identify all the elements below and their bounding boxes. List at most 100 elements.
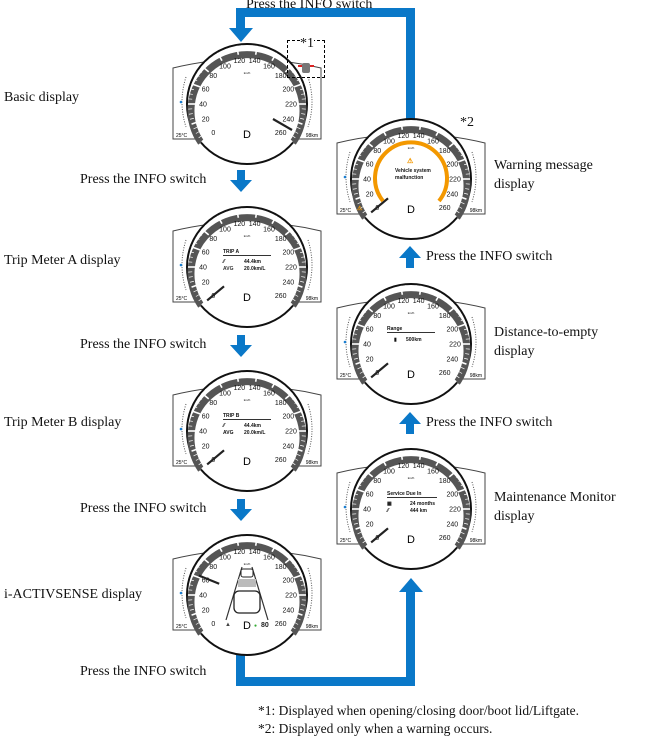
dial-tick bbox=[359, 479, 364, 482]
dial-tick bbox=[293, 447, 303, 452]
maint-label: Maintenance Monitor bbox=[494, 490, 616, 505]
dial-tick bbox=[357, 366, 362, 370]
dial-tick bbox=[301, 440, 306, 442]
speedometer-dial bbox=[350, 448, 472, 570]
dial-tick bbox=[301, 584, 306, 586]
dial-label: 200 bbox=[447, 161, 459, 168]
dial-label: 60 bbox=[366, 161, 374, 168]
dial-tick bbox=[446, 298, 450, 303]
dial-tick bbox=[352, 498, 357, 500]
dial-tick bbox=[390, 288, 393, 293]
trip-b-avg: 20.0km/L bbox=[244, 430, 266, 436]
dial-label: 60 bbox=[202, 413, 210, 420]
dial-tick bbox=[221, 377, 225, 382]
dial-tick bbox=[294, 131, 299, 134]
dial-label: 140 bbox=[249, 549, 261, 556]
dial-tick bbox=[212, 382, 216, 387]
dial-tick bbox=[193, 241, 198, 245]
dial-tick bbox=[265, 375, 268, 380]
dial-label: 220 bbox=[449, 507, 461, 514]
speed-unit: km/h bbox=[244, 234, 251, 238]
dial-tick bbox=[226, 539, 229, 544]
dial-tick bbox=[449, 467, 453, 471]
dial-label: 120 bbox=[234, 549, 246, 556]
fuel-economy-marker bbox=[179, 427, 183, 431]
dial-tick bbox=[380, 457, 387, 467]
dial-tick bbox=[189, 608, 194, 611]
dial-tick bbox=[465, 353, 470, 355]
loop-arrow-bottom-horizontal bbox=[236, 677, 415, 686]
dial-band bbox=[351, 291, 471, 385]
dial-tick bbox=[284, 626, 293, 634]
dial-tick bbox=[285, 553, 289, 557]
speed-needle bbox=[198, 574, 220, 585]
basic-display-label: Basic display bbox=[4, 90, 80, 105]
dial-tick bbox=[265, 211, 268, 216]
dial-tick bbox=[191, 447, 201, 452]
warning-gauge: 020406080100120140160180200220240260km/h… bbox=[336, 115, 486, 240]
dial-tick bbox=[465, 518, 470, 520]
dial-tick bbox=[301, 256, 306, 258]
dial-tick bbox=[369, 137, 373, 141]
speedometer-dial bbox=[350, 118, 472, 240]
dial-label: 240 bbox=[447, 192, 459, 199]
dial-tick bbox=[201, 392, 210, 400]
outside-temperature: 25°C bbox=[340, 208, 352, 214]
dial-tick bbox=[189, 415, 194, 418]
trip-b-gauge: 020406080100120140160180200220240260km/h… bbox=[172, 370, 322, 492]
dial-tick bbox=[208, 549, 212, 554]
dial-tick bbox=[193, 405, 198, 409]
fuel-level-gauge bbox=[307, 239, 313, 291]
dte-gauge: 020406080100120140160180200220240260km/h… bbox=[336, 283, 486, 405]
dial-tick bbox=[231, 209, 234, 214]
dial-tick bbox=[457, 158, 467, 163]
dial-tick bbox=[193, 617, 198, 621]
dial-tick bbox=[254, 372, 259, 382]
dial-label: 220 bbox=[449, 177, 461, 184]
dial-tick bbox=[191, 246, 201, 251]
dial-label: 180 bbox=[275, 73, 287, 80]
dial-tick bbox=[460, 366, 465, 370]
dial-tick bbox=[221, 541, 225, 546]
dial-tick bbox=[362, 474, 367, 478]
dial-tick bbox=[458, 536, 463, 539]
dial-tick bbox=[293, 410, 303, 415]
dial-tick bbox=[208, 221, 212, 226]
dial-tick bbox=[195, 458, 200, 461]
dial-tick bbox=[460, 153, 465, 157]
dial-label: 160 bbox=[263, 226, 275, 233]
dial-tick bbox=[284, 298, 293, 306]
dial-tick bbox=[293, 283, 303, 288]
dial-tick bbox=[355, 360, 365, 365]
dial-tick bbox=[189, 579, 194, 582]
dial-tick bbox=[385, 455, 389, 460]
dial-tick bbox=[284, 135, 293, 143]
dial-tick bbox=[198, 462, 203, 466]
dial-label: 60 bbox=[202, 249, 210, 256]
dial-tick bbox=[301, 604, 306, 606]
dial-label: 120 bbox=[398, 463, 410, 470]
dial-label: 160 bbox=[263, 63, 275, 70]
dial-tick bbox=[353, 328, 358, 331]
dial-tick bbox=[198, 135, 203, 139]
dial-tick bbox=[300, 117, 305, 120]
activsense-label: i-ACTIVSENSE display bbox=[4, 587, 143, 602]
speed-needle bbox=[272, 118, 293, 131]
range-readout: 98km bbox=[306, 296, 318, 302]
dial-tick bbox=[300, 280, 305, 283]
trip-b-title: TRIP B bbox=[223, 413, 271, 420]
dial-tick bbox=[362, 210, 367, 214]
trip-a-avg: 20.0km/L bbox=[244, 266, 266, 272]
dial-label: 220 bbox=[285, 102, 297, 109]
dial-tick bbox=[429, 123, 432, 128]
dial-tick bbox=[464, 357, 469, 360]
loop-arrow-top-vertical bbox=[406, 8, 415, 120]
dial-label: 240 bbox=[283, 117, 295, 124]
dial-tick bbox=[457, 488, 467, 493]
dial-label: 180 bbox=[275, 400, 287, 407]
dial-tick bbox=[359, 149, 364, 152]
dial-tick bbox=[284, 228, 293, 236]
dial-label: 140 bbox=[413, 463, 425, 470]
